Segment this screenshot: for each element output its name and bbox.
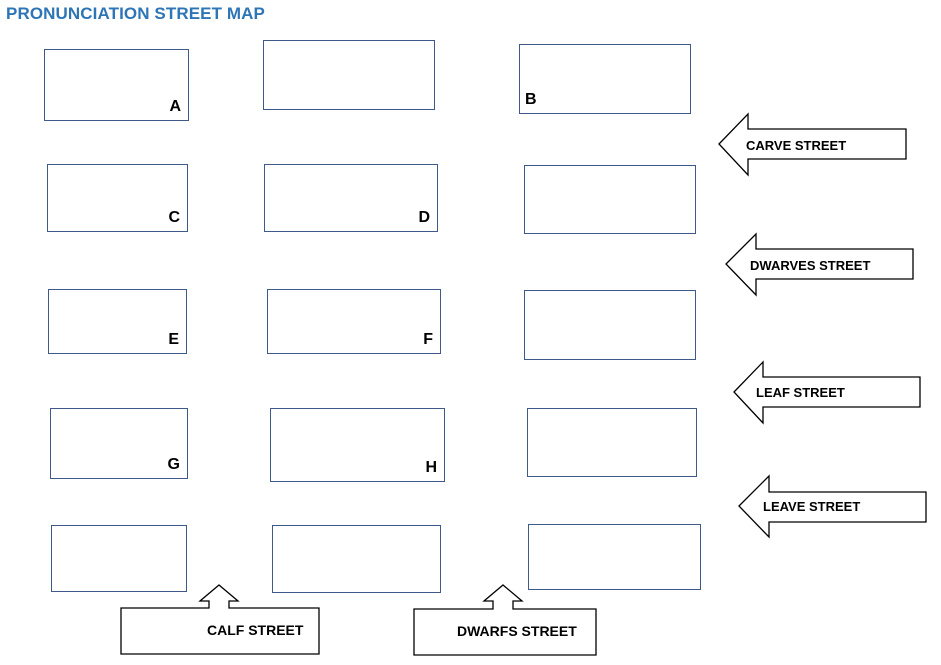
street-label-dwarves: DWARVES STREET [750,258,870,273]
block-r1c2 [263,40,435,110]
arrow-calf-street: CALF STREET [120,584,320,655]
block-label: G [167,456,180,473]
block-d: D [264,164,438,232]
block-label: F [423,331,433,348]
arrow-dwarfs-street: DWARFS STREET [413,584,597,656]
block-f: F [267,289,441,354]
block-label: C [168,209,180,226]
block-label: B [525,91,537,108]
street-label-dwarfs: DWARFS STREET [457,623,577,639]
street-label-carve: CARVE STREET [746,138,846,153]
block-label: H [425,459,437,476]
street-label-leave: LEAVE STREET [763,499,860,514]
block-label: E [168,331,179,348]
block-a: A [44,49,189,121]
block-r3c3 [524,290,696,360]
block-g: G [50,408,188,479]
street-label-leaf: LEAF STREET [756,385,845,400]
block-c: C [47,164,188,232]
block-label: D [418,209,430,226]
block-r5c3 [528,524,701,590]
block-h: H [270,408,445,482]
block-r4c3 [527,408,697,477]
block-b: B [519,44,691,114]
arrow-carve-street: CARVE STREET [718,112,907,177]
block-r5c2 [272,525,441,593]
arrow-leaf-street: LEAF STREET [733,360,921,425]
arrow-dwarves-street: DWARVES STREET [725,232,914,297]
block-r2c3 [524,165,696,234]
street-label-calf: CALF STREET [207,622,304,638]
block-e: E [48,289,187,354]
block-r5c1 [51,525,187,592]
block-label: A [169,98,181,115]
page-title: PRONUNCIATION STREET MAP [6,4,265,23]
arrow-leave-street: LEAVE STREET [738,474,927,539]
